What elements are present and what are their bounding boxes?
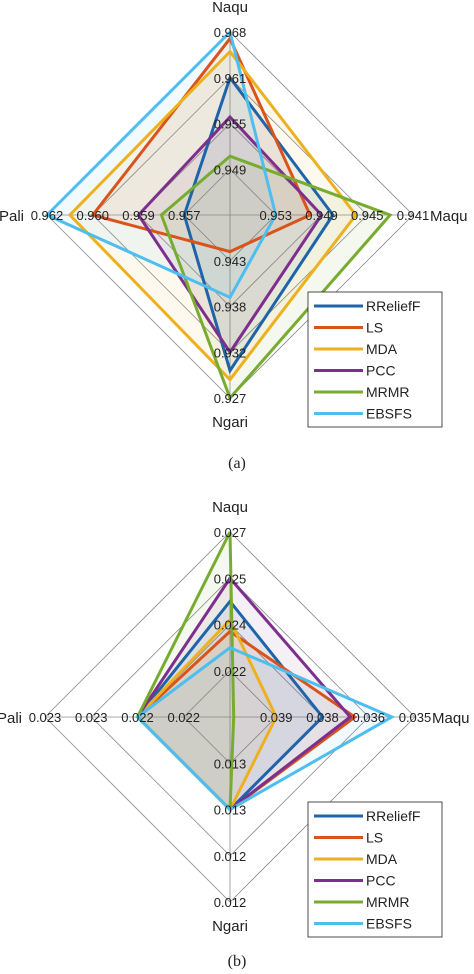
series-line-mda xyxy=(67,49,358,382)
tick-label: 0.023 xyxy=(29,710,62,725)
tick-label: 0.038 xyxy=(306,710,339,725)
axis-name-naqu: Naqu xyxy=(212,499,248,516)
tick-label: 0.962 xyxy=(31,208,64,223)
axis-name-ngari: Ngari xyxy=(212,414,248,431)
tick-label: 0.025 xyxy=(214,571,247,586)
tick-label: 0.024 xyxy=(214,618,247,633)
tick-label: 0.012 xyxy=(214,895,247,910)
series-fill-rrelieff xyxy=(184,77,333,371)
legend-label-mda: MDA xyxy=(366,851,398,867)
legend-label-ebsfs: EBSFS xyxy=(366,406,412,422)
tick-label: 0.949 xyxy=(214,162,247,177)
axis-name-ngari: Ngari xyxy=(212,918,248,935)
tick-label: 0.960 xyxy=(76,208,109,223)
tick-label: 0.943 xyxy=(214,254,247,269)
legend-label-ls: LS xyxy=(366,830,383,846)
series-fill-mda xyxy=(69,51,356,380)
series-fill-mda xyxy=(137,619,277,810)
figure-caption: (a) xyxy=(228,455,246,472)
series-line-rrelieff xyxy=(182,74,335,375)
series-fill-ebsfs xyxy=(137,647,392,810)
series-line-pcc xyxy=(136,114,324,355)
legend-label-mda: MDA xyxy=(366,341,398,357)
legend-label-ls: LS xyxy=(366,320,383,336)
legend: RReliefF LS MDA PCC MRMR EBSFS xyxy=(307,291,443,428)
series-fill-rrelieff xyxy=(137,601,323,810)
axis-name-naqu: Naqu xyxy=(212,0,248,16)
legend: RReliefF LS MDA PCC MRMR EBSFS xyxy=(307,801,443,938)
radar-chart-1: 0.968 0.961 0.955 0.949 0.941 0.945 0.949 0.953… xyxy=(0,0,468,472)
series-fill-pcc xyxy=(138,116,322,353)
legend-label-ebsfs: EBSFS xyxy=(366,916,412,932)
tick-label: 0.949 xyxy=(305,208,338,223)
tick-label: 0.039 xyxy=(260,710,293,725)
tick-label: 0.955 xyxy=(214,117,247,132)
tick-label: 0.959 xyxy=(122,208,155,223)
tick-label: 0.968 xyxy=(214,25,247,40)
series-line-ls xyxy=(90,35,313,254)
series-fill-pcc xyxy=(137,578,351,810)
series-line-mrmr xyxy=(159,154,393,401)
legend-label-rrelieff: RReliefF xyxy=(366,808,420,824)
series-fill-ebsfs xyxy=(47,32,276,298)
tick-label: 0.035 xyxy=(399,710,432,725)
tick-label: 0.932 xyxy=(214,345,247,360)
tick-label: 0.012 xyxy=(214,849,247,864)
legend-label-rrelieff: RReliefF xyxy=(366,298,420,314)
tick-label: 0.927 xyxy=(214,391,247,406)
tick-label: 0.941 xyxy=(397,208,430,223)
tick-label: 0.013 xyxy=(214,803,247,818)
figure-caption: (b) xyxy=(228,953,247,970)
axis-name-maqu: Maqu xyxy=(432,710,470,727)
tick-label: 0.961 xyxy=(214,71,247,86)
legend-label-mrmr: MRMR xyxy=(366,894,410,910)
tick-label: 0.022 xyxy=(121,710,154,725)
radar-chart-2: 0.027 0.025 0.024 0.022 0.035 0.036 0.038 0.039… xyxy=(0,499,470,970)
tick-label: 0.957 xyxy=(168,208,201,223)
series-line-ebsfs xyxy=(135,645,396,812)
legend-label-pcc: PCC xyxy=(366,873,396,889)
tick-label: 0.938 xyxy=(214,300,247,315)
tick-label: 0.022 xyxy=(167,710,200,725)
tick-label: 0.027 xyxy=(214,525,247,540)
series-line-ebsfs xyxy=(44,29,278,300)
legend-box xyxy=(307,291,443,428)
tick-label: 0.953 xyxy=(259,208,292,223)
series-fill-ls xyxy=(92,38,311,252)
tick-label: 0.945 xyxy=(351,208,384,223)
legend-label-mrmr: MRMR xyxy=(366,384,410,400)
axis-name-pali: Pali xyxy=(0,208,24,225)
tick-label: 0.022 xyxy=(214,664,247,679)
legend-label-pcc: PCC xyxy=(366,363,396,379)
tick-label: 0.023 xyxy=(75,710,108,725)
tick-label: 0.013 xyxy=(214,756,247,771)
axis-name-maqu: Maqu xyxy=(430,208,468,225)
axis-name-pali: Pali xyxy=(0,710,22,727)
legend-box xyxy=(307,801,443,938)
tick-label: 0.036 xyxy=(352,710,385,725)
